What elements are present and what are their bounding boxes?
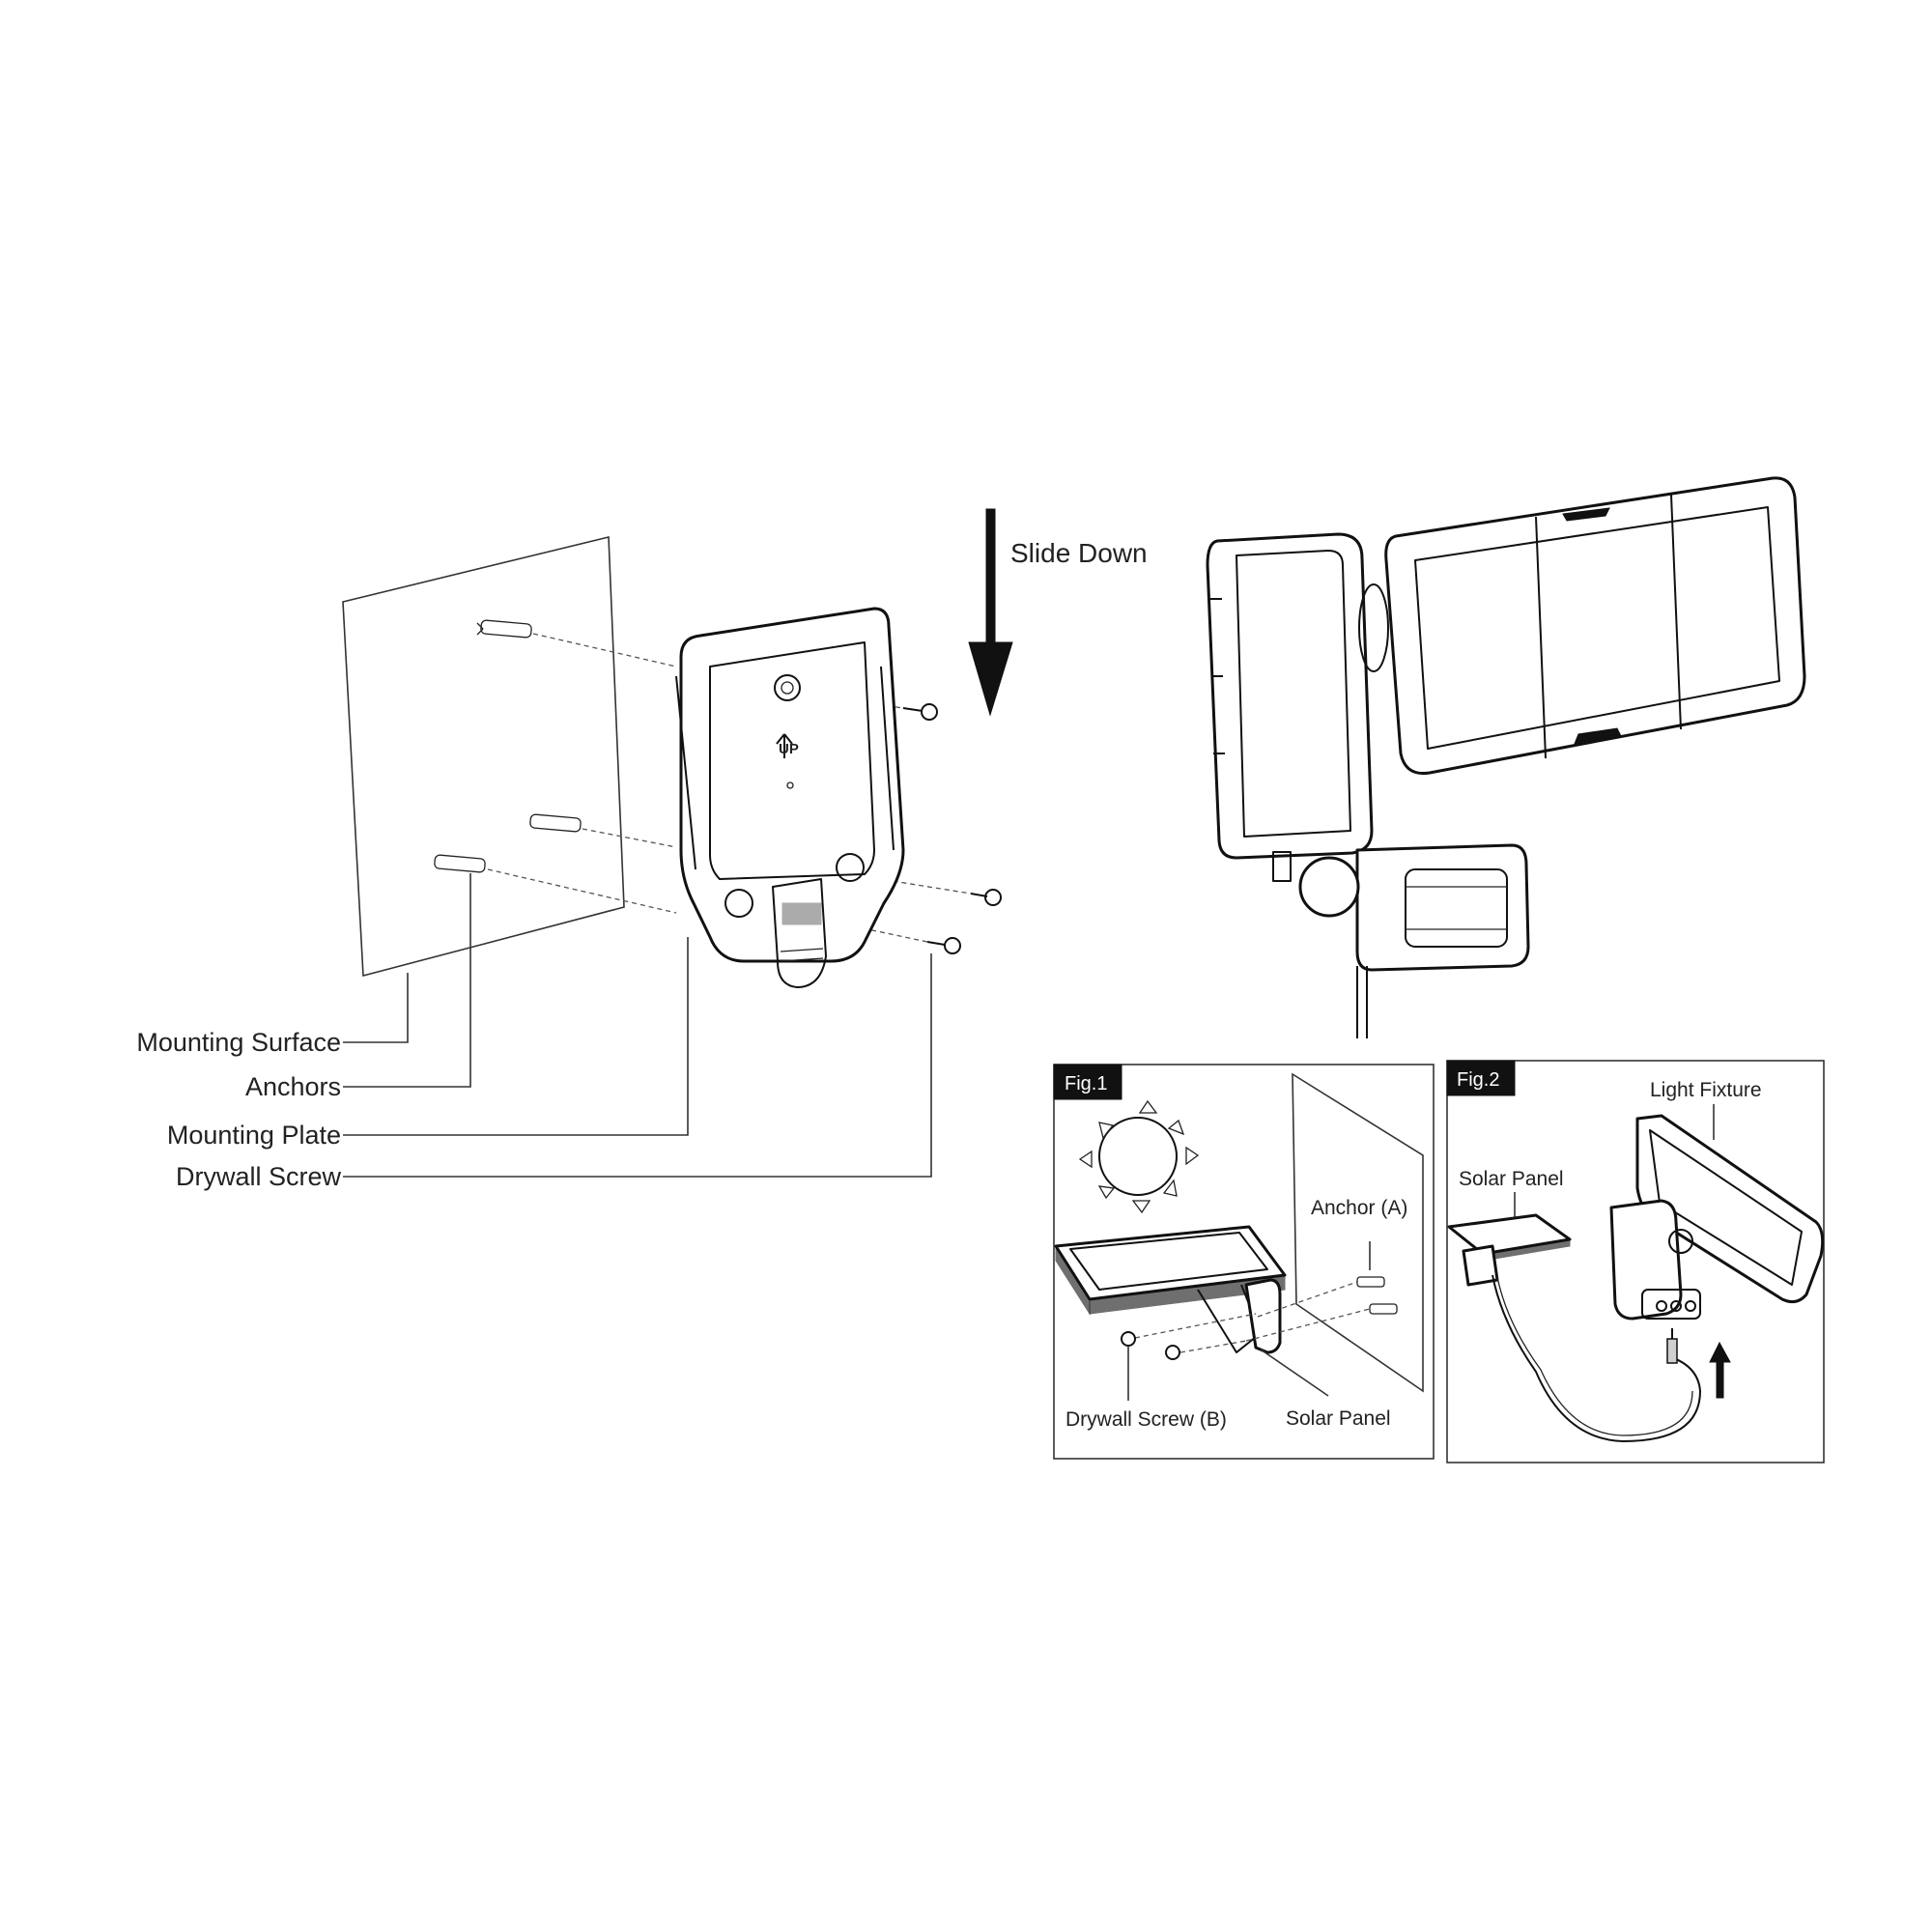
anchor	[434, 854, 486, 873]
fig2-light-fixture	[1609, 1114, 1825, 1321]
label-drywall-screw: Drywall Screw	[176, 1162, 342, 1191]
drywall-screw	[970, 889, 1002, 906]
arrow-up-icon	[1716, 1358, 1724, 1399]
label-mounting-surface: Mounting Surface	[136, 1028, 341, 1057]
sun-icon	[1078, 1099, 1200, 1214]
cable	[1492, 1274, 1701, 1442]
fig1-drywall-screw-label: Drywall Screw (B)	[1065, 1408, 1227, 1431]
anchor	[529, 813, 582, 833]
up-arrow-icon	[776, 733, 793, 758]
fig2-panel: Fig.2 Light Fixture Solar Panel	[1446, 1060, 1825, 1463]
arrow-down-icon	[985, 508, 996, 645]
drywall-screw	[926, 937, 961, 954]
fig1-tab: Fig.1	[1065, 1073, 1107, 1094]
fig2-solar-panel-label: Solar Panel	[1459, 1168, 1564, 1190]
label-mounting-plate: Mounting Plate	[167, 1121, 341, 1150]
solar-panel	[1054, 1225, 1287, 1354]
anchor	[476, 619, 532, 639]
fig2-light-fixture-label: Light Fixture	[1650, 1079, 1762, 1101]
light-fixture	[1206, 476, 1806, 1038]
label-anchors: Anchors	[245, 1072, 341, 1101]
fig1-panel: Fig.1	[1053, 1064, 1435, 1460]
plate-up-text: UP	[779, 741, 799, 757]
fig2-solar-panel	[1447, 1213, 1572, 1287]
fig2-tab: Fig.2	[1457, 1069, 1499, 1091]
drywall-screw	[902, 703, 938, 721]
fig1-anchor-label: Anchor (A)	[1311, 1197, 1407, 1219]
fig1-solar-panel-label: Solar Panel	[1286, 1407, 1391, 1430]
main-exploded-view: UP Mounting Surface Anchors Mounting Pla…	[136, 535, 1002, 1191]
slide-down-text: Slide Down	[1010, 538, 1148, 568]
mounting-plate	[675, 607, 905, 988]
slide-down-indicator: Slide Down	[968, 508, 1148, 717]
mounting-surface	[342, 535, 625, 978]
